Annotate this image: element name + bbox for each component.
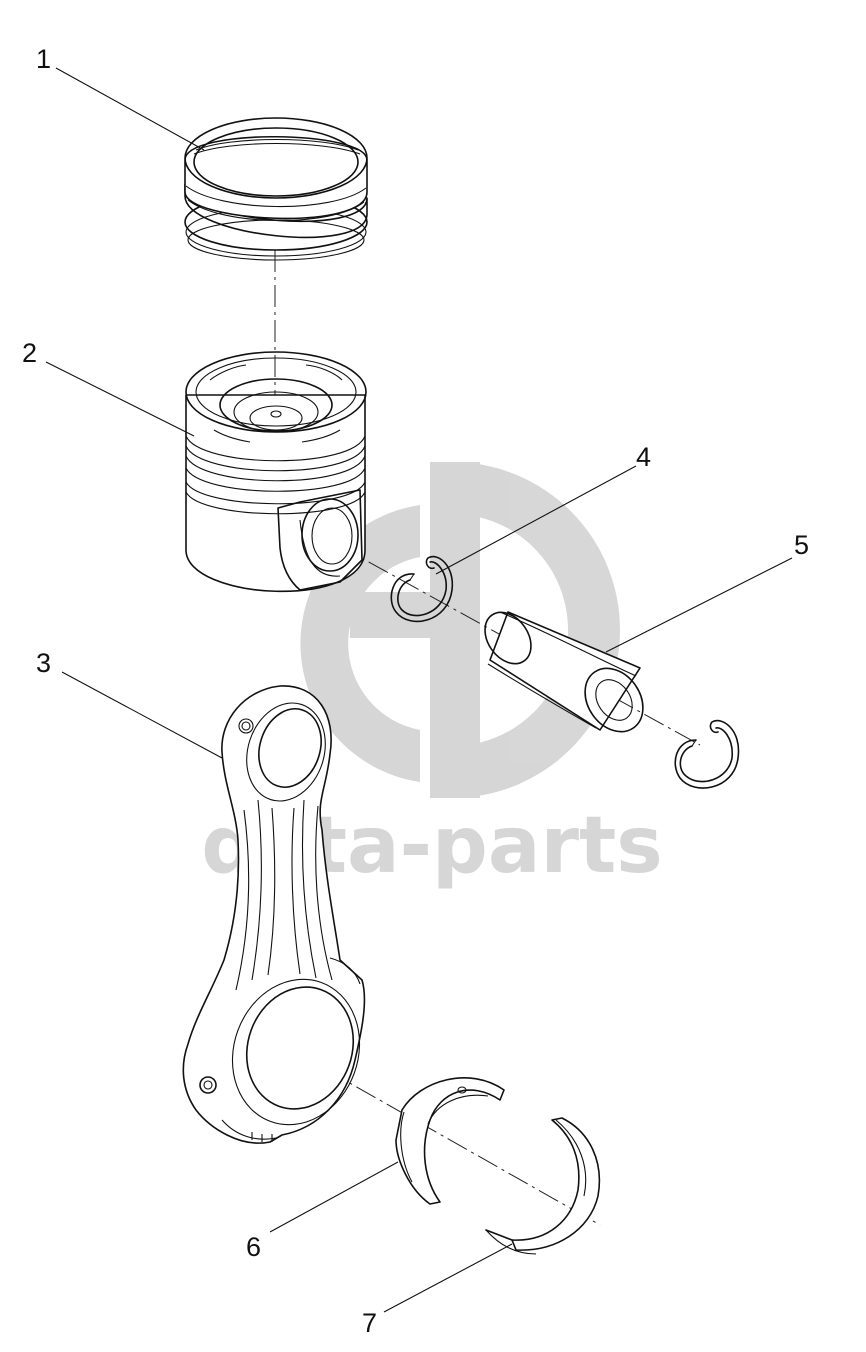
callout-4: 4 [636,442,651,472]
callout-2: 2 [22,338,37,368]
bearing-shell-lower [485,1117,601,1255]
callout-7: 7 [362,1308,377,1338]
circlip-upper [390,555,454,623]
leader-6 [269,1161,399,1233]
leader-1 [55,67,205,151]
pin-axis [337,544,701,746]
piston [185,351,367,593]
connecting-rod [182,685,366,1144]
rod-small-end-bore [258,708,322,788]
callout-3: 3 [36,648,51,678]
circlip-lower [674,719,740,789]
leader-2 [45,361,195,437]
piston-ring-set [184,117,368,261]
ring-top-band [184,135,368,220]
leader-4 [435,465,637,575]
leader-3 [61,671,223,759]
bearing-shell-upper [395,1077,505,1205]
callout-numbers: 1 2 3 4 5 6 7 [22,44,809,1338]
callout-6: 6 [246,1232,261,1262]
callout-1: 1 [36,44,51,74]
leader-lines [45,67,793,1313]
callout-5: 5 [794,530,809,560]
leader-7 [383,1243,513,1313]
leader-5 [605,557,793,653]
rod-big-end-bore [245,986,355,1110]
piston-body [185,394,366,593]
piston-pin-boss [277,489,363,591]
piston-pin [484,611,644,733]
